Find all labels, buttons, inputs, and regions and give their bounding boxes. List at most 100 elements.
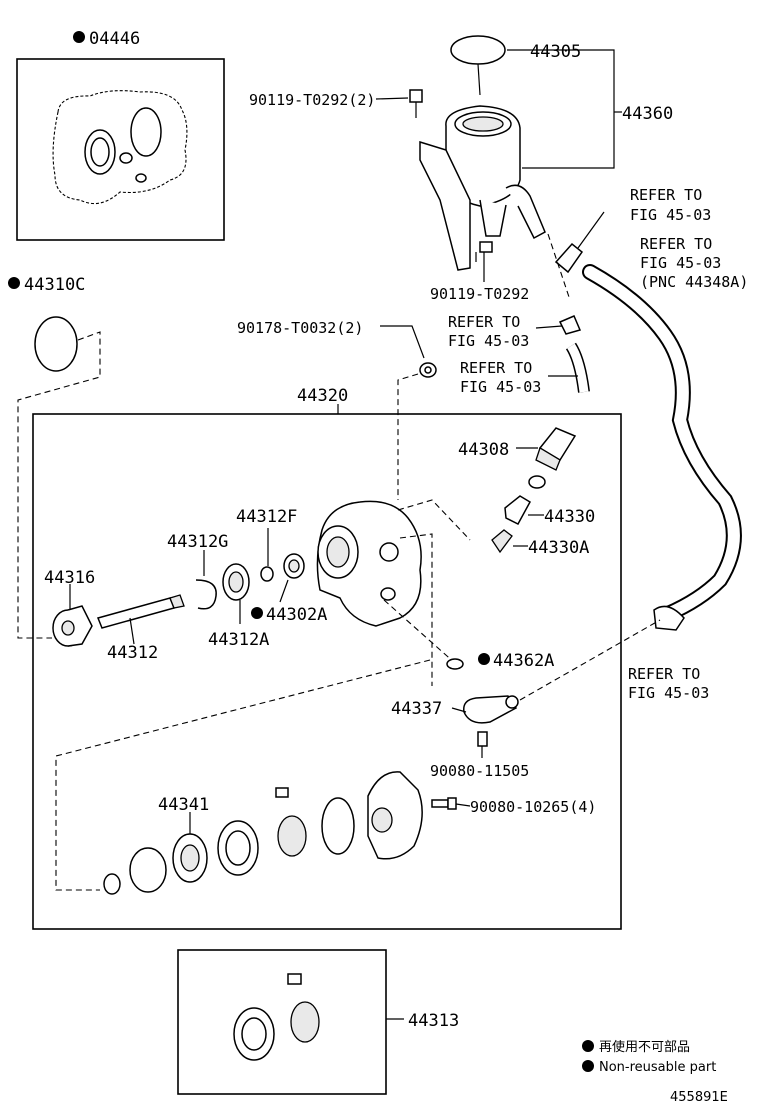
refer-text: FIG 45-03 (460, 378, 541, 396)
leader-44302a (279, 579, 289, 603)
hose-clamp-middle (558, 315, 582, 335)
part-label-44313: 44313 (408, 1011, 459, 1031)
part-label-44330a: 44330A (528, 538, 589, 558)
housing-dash-2 (399, 533, 433, 686)
bolt-head (447, 797, 457, 810)
leader-44337 (451, 707, 467, 713)
gasket-kit-box (16, 58, 225, 241)
nut-dash (397, 373, 419, 500)
supply-hose-inner (567, 343, 589, 393)
nut-90178: 90178-T0032(2) (237, 319, 437, 500)
refer-text: REFER TO (460, 359, 532, 377)
housing-dash-1 (397, 499, 471, 541)
cartridge-kit-44313: 44313 (177, 949, 459, 1095)
part-label-44312a: 44312A (208, 630, 269, 650)
legend: 再使用不可部品 Non-reusable part (582, 1039, 716, 1075)
leader-44312 (129, 617, 135, 645)
cartridge-dash (55, 659, 431, 891)
non-reusable-marker-icon (73, 31, 85, 43)
refer-label-5: REFER TO FIG 45-03 (628, 665, 709, 702)
part-label-44312: 44312 (107, 643, 158, 663)
kit-vane (287, 973, 302, 985)
bearing-inner (228, 571, 244, 593)
part-label-44310c: 44310C (24, 275, 85, 295)
leader-90080-10265 (455, 803, 471, 807)
nut-hole (424, 366, 432, 374)
pump-housing (316, 499, 471, 686)
kit-cam-ring-inner (241, 1017, 267, 1051)
part-label-44341: 44341 (158, 795, 209, 815)
shaft-spline (169, 594, 185, 609)
part-label-90119-top: 90119-T0292(2) (249, 91, 375, 109)
fitting-o-ring (528, 475, 546, 489)
outlet-union: 44362A 44337 90080-11505 (391, 619, 661, 780)
fitting-44308: 44308 (458, 427, 577, 489)
figure-code: 455891E (670, 1090, 728, 1105)
part-label-44308: 44308 (458, 440, 509, 460)
o-ring-44310c: 44310C (8, 275, 101, 639)
legend-jp: 再使用不可部品 (599, 1039, 690, 1055)
cam-ring-inner (225, 830, 251, 866)
pump-assembly-44320: 44320 (32, 386, 622, 930)
refer-text: FIG 45-03 (640, 254, 721, 272)
part-label-90080-10265: 90080-10265(4) (470, 798, 596, 816)
rotor (277, 815, 307, 857)
o-ring-small (103, 873, 121, 895)
hose-clamp-lower (653, 605, 685, 631)
hoses-and-clamps (535, 211, 742, 631)
non-reusable-marker-icon (582, 1060, 594, 1072)
part-label-90080-11505: 90080-11505 (430, 762, 529, 780)
pulley-hub (61, 620, 75, 636)
part-label-90119-bottom: 90119-T0292 (430, 285, 529, 303)
cartridge-kit-box (177, 949, 387, 1095)
part-label-44312g: 44312G (167, 532, 228, 552)
part-label-44305: 44305 (530, 42, 581, 62)
valve-44330 (504, 495, 532, 525)
non-reusable-marker-icon (478, 653, 490, 665)
return-hose-inner (584, 266, 740, 620)
shaft-44312 (96, 597, 176, 629)
gasket-outline (52, 90, 188, 205)
bolt-90119-bottom (475, 241, 493, 262)
refer-text: (PNC 44348A) (640, 273, 748, 291)
legend-en: Non-reusable part (599, 1060, 716, 1075)
gasket-tiny-ring (135, 173, 147, 183)
o-ring-large (129, 847, 167, 893)
o-ring-44362a (446, 658, 464, 670)
gasket-kit-04446: 04446 (16, 29, 225, 241)
flow-control-valve: 44330 44330A (491, 495, 595, 558)
o-ring-leader (17, 331, 101, 639)
part-label-44320: 44320 (297, 386, 348, 406)
rear-gasket (321, 797, 355, 855)
reservoir-hose-nipple (505, 184, 546, 240)
refer-text: FIG 45-03 (448, 332, 529, 350)
refer-text: REFER TO (448, 313, 520, 331)
part-label-44362a: 44362A (493, 651, 554, 671)
housing-port (379, 542, 399, 562)
refer-text: REFER TO (628, 665, 700, 683)
part-label-04446: 04446 (89, 29, 140, 49)
rear-cover-port (371, 807, 393, 833)
part-label-44330: 44330 (544, 507, 595, 527)
leader-44305-44360 (507, 49, 615, 169)
pulley-44316-body (67, 605, 93, 647)
pump-cartridge-row: 44341 90080-10265(4) (55, 659, 596, 895)
leader-refer-3 (535, 325, 563, 329)
housing-bore-inner (326, 536, 350, 568)
bolt-head (479, 241, 493, 253)
o-ring-44310c-shape (34, 316, 78, 372)
refer-text: REFER TO (630, 186, 702, 204)
vane (275, 787, 289, 798)
refer-text: REFER TO (640, 235, 712, 253)
leader-90119-top (375, 97, 409, 100)
reservoir-assembly: 44305 44360 90119-T0292(2) 90119-T0292 (249, 35, 673, 303)
refer-label-1: REFER TO FIG 45-03 (630, 186, 711, 224)
spring-44330a (491, 529, 513, 554)
bolt-90080-11505 (477, 731, 488, 747)
reservoir-opening (462, 116, 504, 132)
non-reusable-marker-icon (251, 607, 263, 619)
refer-text: FIG 45-03 (628, 684, 709, 702)
part-label-90178: 90178-T0032(2) (237, 319, 363, 337)
reservoir-hose-dash (547, 233, 571, 301)
